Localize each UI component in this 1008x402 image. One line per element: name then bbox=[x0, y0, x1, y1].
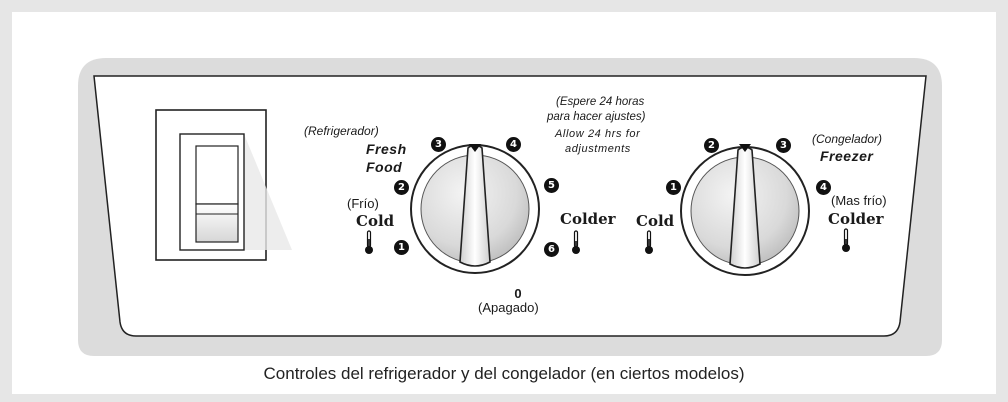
freezer-colder-label: Colder bbox=[828, 210, 884, 228]
fridge-name-line2: Food bbox=[366, 159, 403, 175]
note-spanish-line1: (Espere 24 horas bbox=[556, 96, 645, 108]
fridge-setting-6: 6 bbox=[544, 242, 559, 257]
freezer-colder-spanish: (Mas frío) bbox=[831, 193, 887, 208]
fridge-setting-4: 4 bbox=[506, 137, 521, 152]
fridge-setting-5: 5 bbox=[544, 178, 559, 193]
fridge-colder-label: Colder bbox=[560, 210, 616, 228]
fridge-cold-thermometer-icon bbox=[365, 230, 373, 254]
light-switch-frame bbox=[155, 109, 267, 261]
fresh-food-knob bbox=[410, 144, 540, 274]
fridge-cold-spanish: (Frío) bbox=[347, 196, 379, 211]
freezer-setting-3: 3 bbox=[776, 138, 791, 153]
figure-caption: Controles del refrigerador y del congela… bbox=[263, 364, 745, 383]
fridge-setting-1: 1 bbox=[394, 240, 409, 255]
freezer-setting-4: 4 bbox=[816, 180, 831, 195]
freezer-setting-1: 1 bbox=[666, 180, 681, 195]
fridge-off-number: 0 bbox=[514, 286, 522, 301]
fridge-name-line1: Fresh bbox=[366, 141, 407, 157]
fridge-off-label: (Apagado) bbox=[478, 300, 539, 315]
freezer-name: Freezer bbox=[820, 148, 874, 164]
freezer-spanish-name: (Congelador) bbox=[812, 132, 883, 146]
light-switch-rocker-top bbox=[195, 145, 239, 205]
freezer-setting-2: 2 bbox=[704, 138, 719, 153]
freezer-knob bbox=[680, 144, 810, 276]
freezer-cold-label: Cold bbox=[636, 212, 675, 230]
freezer-colder-thermometer-icon bbox=[842, 228, 850, 252]
fridge-colder-thermometer-icon bbox=[572, 230, 580, 254]
fridge-setting-2: 2 bbox=[394, 180, 409, 195]
freezer-cold-thermometer-icon bbox=[645, 230, 653, 254]
note-english-line2: adjustments bbox=[565, 143, 631, 155]
fridge-cold-label: Cold bbox=[356, 212, 395, 230]
fridge-spanish-name: (Refrigerador) bbox=[304, 124, 379, 138]
note-spanish-line2: para hacer ajustes) bbox=[547, 111, 646, 123]
fridge-setting-3: 3 bbox=[431, 137, 446, 152]
note-english-line1: Allow 24 hrs for bbox=[555, 128, 641, 140]
light-switch-rocker-bottom bbox=[195, 203, 239, 243]
